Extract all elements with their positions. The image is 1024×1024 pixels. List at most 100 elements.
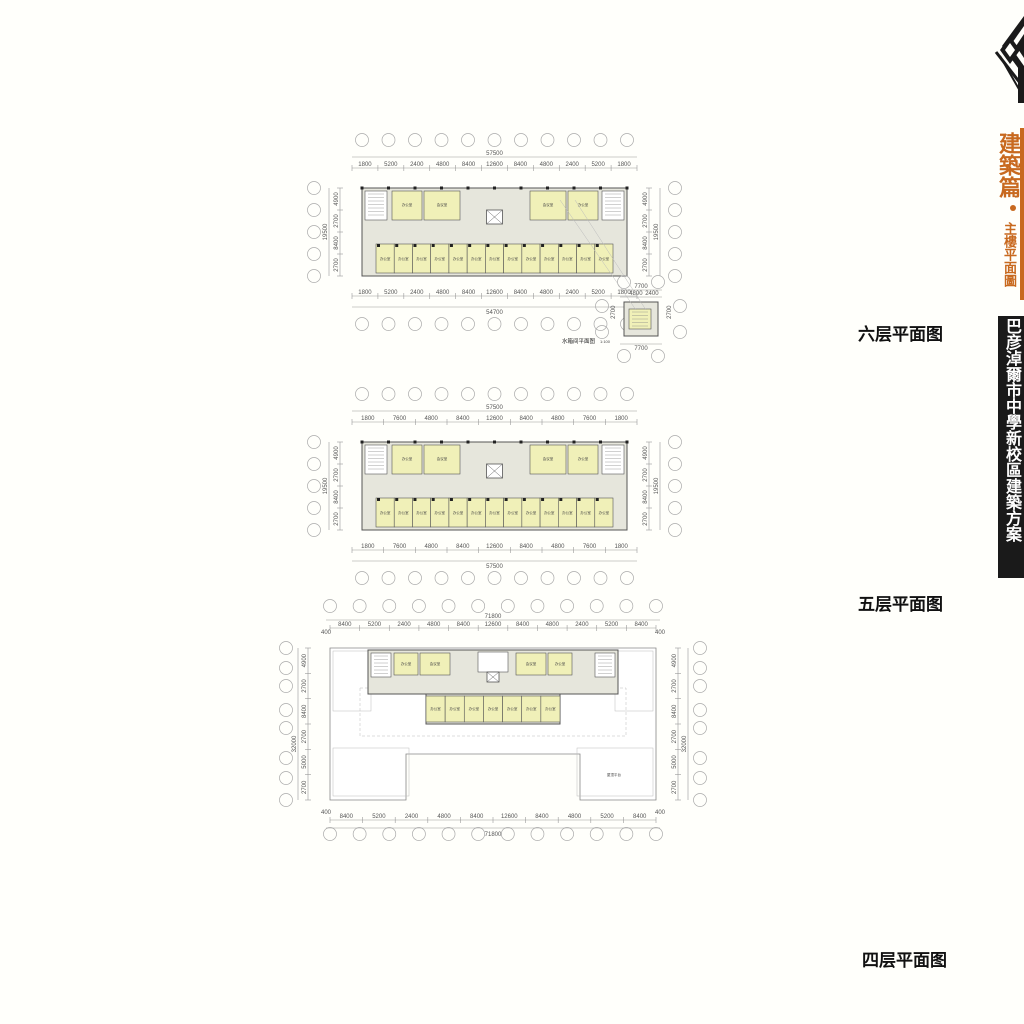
stair-core-left xyxy=(364,190,388,221)
axis-bubble-left xyxy=(279,641,293,655)
tank-dimension-inner: 4800 xyxy=(629,291,643,297)
axis-bubble-bottom xyxy=(487,317,502,331)
axis-bubble-right xyxy=(668,203,682,217)
diamond-lattice-ornament-icon xyxy=(994,16,1024,103)
tank-axis-bubble xyxy=(617,349,631,363)
column xyxy=(449,498,453,501)
office-label: 办公室 xyxy=(599,510,610,515)
axis-bubble-top xyxy=(540,133,555,147)
axis-bubble-top xyxy=(514,133,528,147)
edge-dimension-left: 400 xyxy=(321,630,332,636)
section-accent-bar xyxy=(1020,128,1024,300)
room-label: 会议室 xyxy=(526,661,537,666)
axis-bubble-bottom xyxy=(471,827,486,841)
axis-bubble-left xyxy=(279,771,293,785)
dimension-top-value: 5200 xyxy=(605,622,619,628)
axis-bubble-right xyxy=(693,751,707,765)
office-room xyxy=(540,695,561,723)
overall-dimension-bottom: 57500 xyxy=(486,564,503,570)
axis-bubble-bottom xyxy=(514,571,528,585)
edge-dimension-left: 400 xyxy=(321,810,332,816)
dimension-top-value: 8400 xyxy=(514,162,528,168)
axis-bubble-top xyxy=(352,599,367,613)
dimension-top-value: 8400 xyxy=(519,416,533,422)
tank-dimension-side: 2700 xyxy=(667,305,673,319)
column xyxy=(440,186,443,190)
dimension-top-value: 5200 xyxy=(591,162,605,168)
axis-bubble-left xyxy=(307,269,321,283)
axis-bubble-bottom xyxy=(487,571,502,585)
office-label: 办公室 xyxy=(380,510,391,515)
room-label: 会议室 xyxy=(430,661,441,666)
column xyxy=(395,244,399,247)
axis-bubble-right xyxy=(693,793,707,807)
tank-axis-bubble xyxy=(673,299,687,313)
room-label: 办公室 xyxy=(578,202,589,207)
office-label: 办公室 xyxy=(544,510,555,515)
dimension-top-value: 8400 xyxy=(462,162,476,168)
axis-bubble-left xyxy=(307,479,321,493)
column xyxy=(360,186,364,190)
leader-line xyxy=(559,199,637,311)
office-label: 办公室 xyxy=(453,256,464,261)
column xyxy=(559,498,563,501)
axis-bubble-left xyxy=(307,457,321,471)
column xyxy=(395,498,399,501)
dimension-bottom-value: 4800 xyxy=(568,814,582,820)
office-label: 办公室 xyxy=(488,706,499,711)
column xyxy=(625,186,629,190)
tank-dimension-bottom: 7700 xyxy=(634,346,648,352)
dimension-right-value: 8400 xyxy=(643,490,649,504)
dimension-top-value: 1800 xyxy=(617,162,631,168)
office-label: 办公室 xyxy=(471,256,482,261)
office-label: 办公室 xyxy=(599,256,610,261)
stair-core-right xyxy=(601,190,625,221)
axis-bubble-right xyxy=(668,435,682,449)
dimension-bottom-value: 2400 xyxy=(410,290,424,296)
column xyxy=(466,186,470,190)
room-upper xyxy=(393,652,419,676)
column xyxy=(519,186,523,190)
column xyxy=(546,440,549,444)
room-upper xyxy=(547,652,573,676)
column xyxy=(541,498,545,501)
dimension-bottom-value: 8400 xyxy=(470,814,484,820)
column xyxy=(431,244,435,247)
axis-bubble-bottom xyxy=(355,317,369,331)
dimension-left-value: 4900 xyxy=(334,192,340,206)
dimension-top-value: 12600 xyxy=(486,162,503,168)
roof-terrace-label: 屋顶平台 xyxy=(607,772,621,777)
dimension-left-value: 8400 xyxy=(302,704,308,718)
axis-bubble-bottom xyxy=(355,571,369,585)
dimension-right-value: 2700 xyxy=(643,258,649,272)
office-label: 办公室 xyxy=(398,256,409,261)
dimension-right-value: 2700 xyxy=(672,729,678,743)
room-upper xyxy=(391,190,423,221)
axis-bubble-bottom xyxy=(323,827,337,841)
axis-bubble-top xyxy=(540,387,555,401)
office-label: 办公室 xyxy=(453,510,464,515)
axis-bubble-bottom xyxy=(381,317,396,331)
dimension-top-value: 5200 xyxy=(368,622,382,628)
axis-bubble-top xyxy=(434,387,449,401)
axis-bubble-top xyxy=(487,387,502,401)
tank-axis-bubble xyxy=(617,275,631,289)
dimension-top-value: 12600 xyxy=(485,622,502,628)
overall-dimension-top: 71800 xyxy=(485,614,502,620)
axis-bubble-left xyxy=(279,751,293,765)
room-label: 会议室 xyxy=(543,202,554,207)
axis-bubble-bottom xyxy=(408,571,422,585)
dimension-right-value: 4900 xyxy=(672,653,678,667)
water-tank-title: 水箱间平面图 xyxy=(562,337,596,345)
dimension-bottom-value: 4800 xyxy=(540,290,554,296)
axis-bubble-top xyxy=(619,599,634,613)
dimension-top-value: 4800 xyxy=(540,162,554,168)
dimension-top-value: 2400 xyxy=(410,162,424,168)
dimension-bottom-value: 8400 xyxy=(462,290,476,296)
stair-core-left xyxy=(364,444,388,475)
elevator-cross xyxy=(486,209,503,225)
column xyxy=(486,498,490,501)
stair-core-left xyxy=(370,652,392,678)
